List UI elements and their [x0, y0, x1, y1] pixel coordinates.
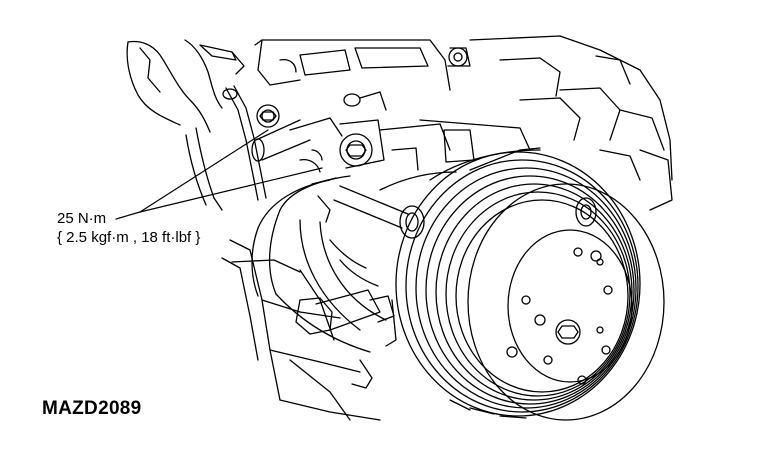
torque-si-value: 25 N·m	[57, 210, 107, 227]
engine-block	[127, 36, 672, 420]
leader-lines	[116, 130, 322, 219]
compressor-body	[252, 120, 540, 388]
mounting-bolts	[252, 92, 424, 238]
torque-other-units: { 2.5 kgf·m , 18 ft·lbf }	[57, 229, 201, 246]
figure-code: MAZD2089	[42, 398, 142, 419]
torque-callout: 25 N·m { 2.5 kgf·m , 18 ft·lbf }	[57, 209, 200, 247]
compressor-pulley	[396, 152, 664, 420]
